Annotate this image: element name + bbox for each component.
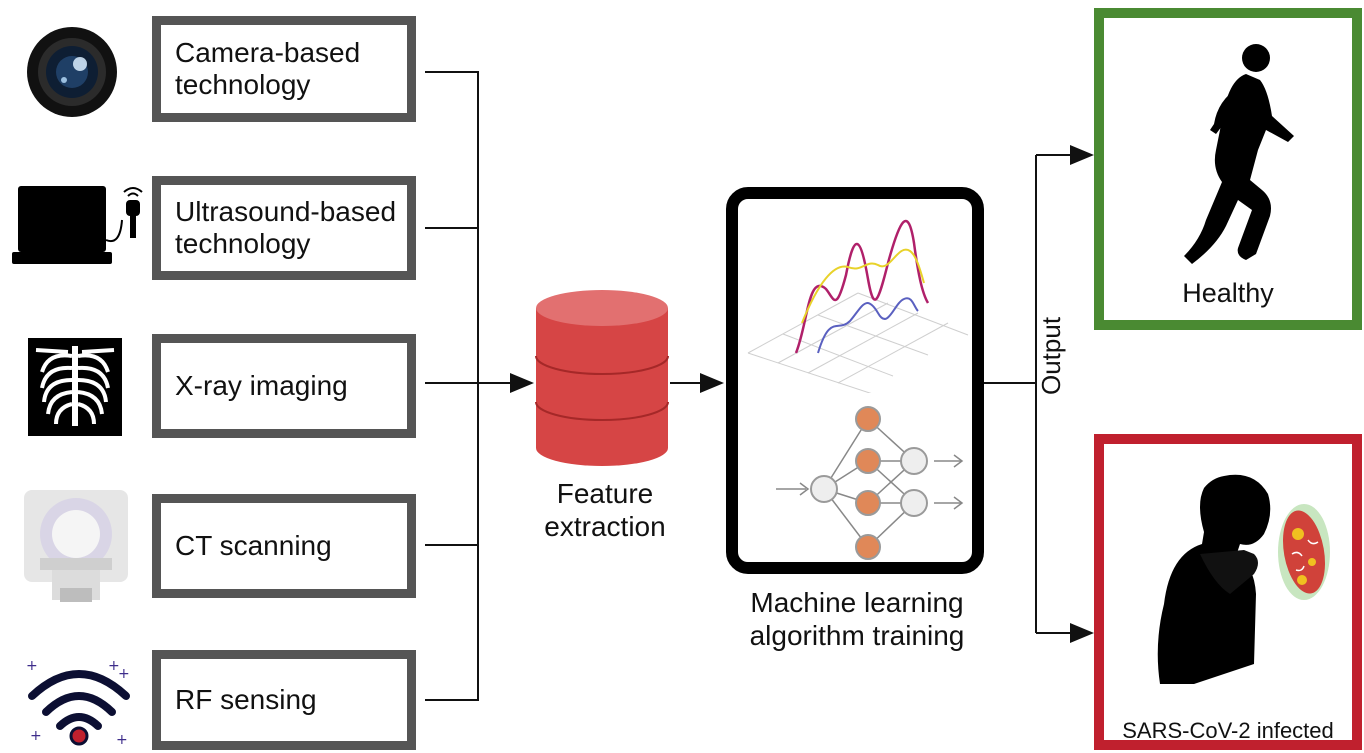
ct-scanner-icon — [22, 488, 130, 609]
infected-label: SARS-CoV-2 infected — [1122, 718, 1334, 743]
svg-text:+: + — [26, 658, 38, 674]
source-label: Ultrasound-based technology — [175, 196, 397, 259]
source-label: CT scanning — [175, 530, 332, 561]
wifi-signal-icon: +++ ++ — [24, 656, 134, 753]
xray-ribcage-icon — [28, 338, 122, 441]
database-cylinder-icon — [534, 288, 670, 473]
source-box-ct: CT scanning — [152, 494, 416, 598]
laptop-ultrasound-icon — [10, 180, 160, 275]
camera-lens-icon — [26, 26, 118, 123]
source-label: X-ray imaging — [175, 370, 348, 401]
running-person-icon — [1184, 44, 1294, 264]
source-label: RF sensing — [175, 684, 317, 715]
svg-text:+: + — [116, 732, 128, 748]
healthy-label: Healthy — [1182, 278, 1274, 308]
svg-text:+: + — [118, 666, 130, 682]
coughing-person-virus-icon — [1157, 474, 1330, 684]
infected-output-box: SARS-CoV-2 infected — [1094, 434, 1362, 750]
ml-training-label: Machine learning algorithm training — [749, 587, 965, 651]
source-label: Camera-based technology — [175, 37, 361, 100]
feature-extraction-label: Feature extraction — [544, 478, 666, 542]
svg-text:+: + — [30, 728, 42, 744]
source-box-camera: Camera-based technology — [152, 16, 416, 122]
output-label: Output — [1036, 316, 1066, 395]
source-box-xray: X-ray imaging — [152, 334, 416, 438]
ml-box — [726, 187, 984, 574]
source-box-rf: RF sensing — [152, 650, 416, 750]
svg-text:+: + — [108, 658, 120, 674]
healthy-output-box: Healthy — [1094, 8, 1362, 330]
source-box-ultrasound: Ultrasound-based technology — [152, 176, 416, 280]
neural-network-icon — [776, 406, 964, 560]
3d-line-plot-icon — [747, 219, 969, 393]
